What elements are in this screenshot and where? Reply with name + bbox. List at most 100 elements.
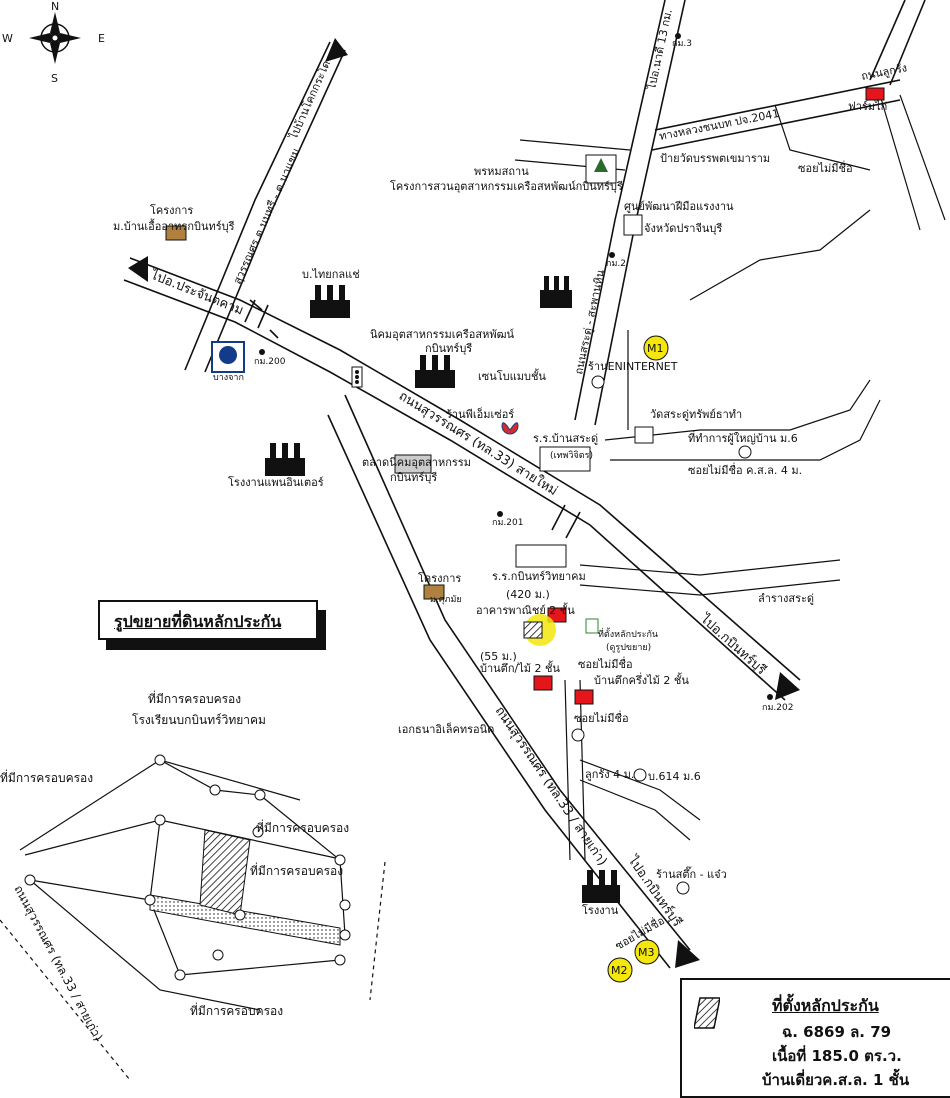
main-road-new <box>123 257 801 701</box>
inset-road-label: ถนนสุวรรณศร (ทล.33 / สายเก่า) <box>10 883 105 1044</box>
legend-box: ที่ตั้งหลักประกัน ฉ. 6869 ล. 79 เนื้อที่… <box>680 978 950 1098</box>
arrow-south-icon <box>675 940 700 968</box>
legend-deed: ฉ. 6869 ล. 79 <box>782 1023 892 1041</box>
house-icon <box>547 607 567 623</box>
marker-m3 <box>634 939 660 965</box>
inset-title: รูปขยายที่ดินหลักประกัน <box>114 612 282 631</box>
factory-icon <box>540 276 572 308</box>
label-km2: กม.2 <box>606 259 626 269</box>
label-km202: กม.202 <box>762 703 793 713</box>
label-house-half: บ้านตึกครึ่งไม้ 2 ชั้น <box>594 672 689 687</box>
marker-m1-label: M1 <box>647 342 664 355</box>
marker-m2 <box>607 957 633 983</box>
road-label-main-old: ถนนสุวรรณศร (ทล.33 / สายเก่า) <box>492 704 610 869</box>
label-soi-1: ซอยไม่มีชื่อ <box>798 160 853 175</box>
inset-owner-right-1: ที่มีการครอบครอง <box>256 819 349 835</box>
label-house-wood: บ้านตึก/ไม้ 2 ชั้น <box>480 660 560 675</box>
ptt-icon <box>501 422 519 435</box>
house-icon <box>533 675 553 691</box>
label-soi-3: ซอยไม่มีชื่อ <box>574 710 629 725</box>
compass-icon: N E W S <box>2 0 105 85</box>
factory-icon <box>582 870 620 903</box>
arrow-east-icon <box>775 672 800 700</box>
label-shop: ร้านพีเอ็มเซ่อร์ <box>446 407 514 421</box>
collateral-site-icon <box>523 621 543 639</box>
label-internet: ร้านENINTERNET <box>588 360 678 373</box>
label-park-project: โครงการสวนอุตสาหกรรมเครือสหพัฒน์กบินทร์บ… <box>390 179 623 193</box>
label-farm: ฟาร์มไก่ <box>848 100 887 113</box>
compass-s: S <box>51 72 58 85</box>
arrow-north-icon <box>325 38 348 62</box>
marker-m1 <box>643 335 669 361</box>
label-project-b2: ม.ศุภมัย <box>430 595 462 605</box>
inset-owner-bottom: ที่มีการครอบครอง <box>190 1002 283 1018</box>
label-factory-inter: โรงงานแพนอินเตอร์ <box>228 475 324 489</box>
label-distance-420: (420 ม.) <box>506 588 550 601</box>
label-km201: กม.201 <box>492 518 523 528</box>
inset-owner-right-2: ที่มีการครอบครอง <box>250 862 343 878</box>
label-market-2: กบินทร์บุรี <box>390 471 437 484</box>
house-icon <box>423 584 445 600</box>
label-distance-55: (55 ม.) <box>480 650 517 663</box>
label-km200: กม.200 <box>254 357 286 367</box>
label-cable: เซนโบแมบชั้น <box>478 368 546 383</box>
label-wat-sadu: วัดสระดู่ทรัพย์ธาทำ <box>650 408 742 421</box>
label-kabin-school: ร.ร.กบินทร์วิทยาคม <box>492 570 586 583</box>
label-collateral: ที่ตั้งหลักประกัน <box>598 627 658 640</box>
marker-m3-label: M3 <box>638 946 655 959</box>
label-school-sadu-2: (เทพวิจิตร) <box>550 450 593 461</box>
label-phrommasathan: พรหมสถาน <box>474 165 529 178</box>
legend-area: เนื้อที่ 185.0 ตร.ว. <box>772 1047 902 1065</box>
legend-building: บ้านเดี่ยวค.ส.ล. 1 ชั้น <box>762 1071 910 1089</box>
factory-icon <box>310 285 350 318</box>
school-icon <box>515 544 567 568</box>
compass-w: W <box>2 32 13 45</box>
market-icon <box>394 454 432 474</box>
label-soi-2: ซอยไม่มีชื่อ <box>578 656 633 671</box>
label-market: ตลาดนิคมอุตสาหกรรม <box>362 456 471 469</box>
label-project-b: โครงการ <box>418 571 461 585</box>
label-thai-kolchae: บ.ไทยกลแช่ <box>302 268 360 281</box>
legend-title: ที่ตั้งหลักประกัน <box>772 996 879 1015</box>
school-icon <box>539 446 591 472</box>
label-village-office: ที่ทำการผู้ใหญ่บ้าน ม.6 <box>688 430 798 445</box>
seven-eleven-icon <box>585 618 599 634</box>
house-icon <box>574 689 594 705</box>
label-collateral-2: (ดูรูปขยาย) <box>606 643 651 653</box>
road-label-suwannason: สุวรรณศร ต.นนทรี - ต.นาแขม <box>231 146 303 286</box>
factory-icon <box>265 443 305 476</box>
label-pond: ลูกรัง 4 ม. <box>585 768 634 781</box>
label-project-2: ม.บ้านเอื้ออาทรกบินทร์บุรี <box>113 218 235 233</box>
label-shop-2: อาคารพาณิชย์ 2 ชั้น <box>476 602 575 617</box>
label-school-sadu: ร.ร.บ้านสระดู่ <box>533 432 598 445</box>
compass-e: E <box>98 32 105 45</box>
inset-plan <box>0 754 386 1081</box>
label-industrial-estate: นิคมอุตสาหกรรมเครือสหพัฒน์ <box>370 328 515 341</box>
label-ecbest: เอกธนาอิเล็คทรอนิค <box>398 722 495 736</box>
building-icon <box>623 214 643 236</box>
label-canal: ลำรางสระดู่ <box>758 592 814 605</box>
road-label-lukrang: ถนนลูกรัง <box>860 61 908 83</box>
arrow-west-icon <box>128 256 148 282</box>
compass-n: N <box>51 0 59 13</box>
house-icon <box>165 225 187 241</box>
road-label-nadi: ไปอ.นาดี 13 กม. <box>645 8 675 92</box>
label-training: ศูนย์พัฒนาฝีมือแรงงาน <box>624 200 734 213</box>
label-factory: โรงงาน <box>582 903 619 917</box>
temple-icon <box>634 426 654 444</box>
label-km3: กม.3 <box>672 39 692 49</box>
label-industrial-estate-2: กบินทร์บุรี <box>425 342 472 355</box>
label-project: โครงการ <box>150 203 193 217</box>
label-soi-kssl: ซอยไม่มีชื่อ ค.ส.ล. 4 ม. <box>688 462 802 477</box>
farm-icon <box>865 87 885 101</box>
inset-owner-top: ที่มีการครอบครอง <box>148 690 241 706</box>
collateral-legend-icon <box>694 997 720 1029</box>
factory-icon <box>415 355 455 388</box>
label-well: บ.614 ม.6 <box>648 770 701 783</box>
inset-owner-left: ที่มีการครอบครอง <box>0 769 93 785</box>
road-label-prachantakham: ไปอ.ประจันตคาม <box>148 266 246 318</box>
label-wat: ป้ายวัดบรรพตเขมาราม <box>660 152 770 165</box>
marker-m2-label: M2 <box>611 964 628 977</box>
label-shop-sattik: ร้านสตึ๊ก - แจ๋ว <box>656 866 727 881</box>
